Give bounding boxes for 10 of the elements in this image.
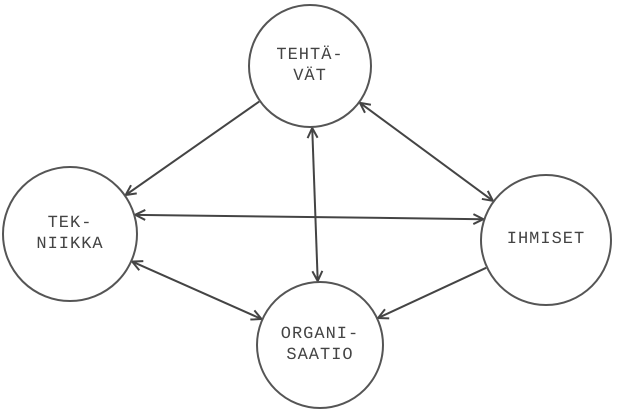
arrow (377, 266, 487, 320)
node-label: ORGANI- SAATIO (280, 324, 360, 366)
node-label: IHMISET (506, 229, 586, 251)
arrow (124, 100, 260, 196)
node-label: TEHTÄ- VÄT (275, 44, 345, 88)
arrow (134, 208, 484, 226)
node-label: TEK- NIIKKA (35, 212, 105, 256)
arrow (131, 260, 262, 321)
arrow (306, 126, 324, 282)
arrow (358, 102, 494, 202)
